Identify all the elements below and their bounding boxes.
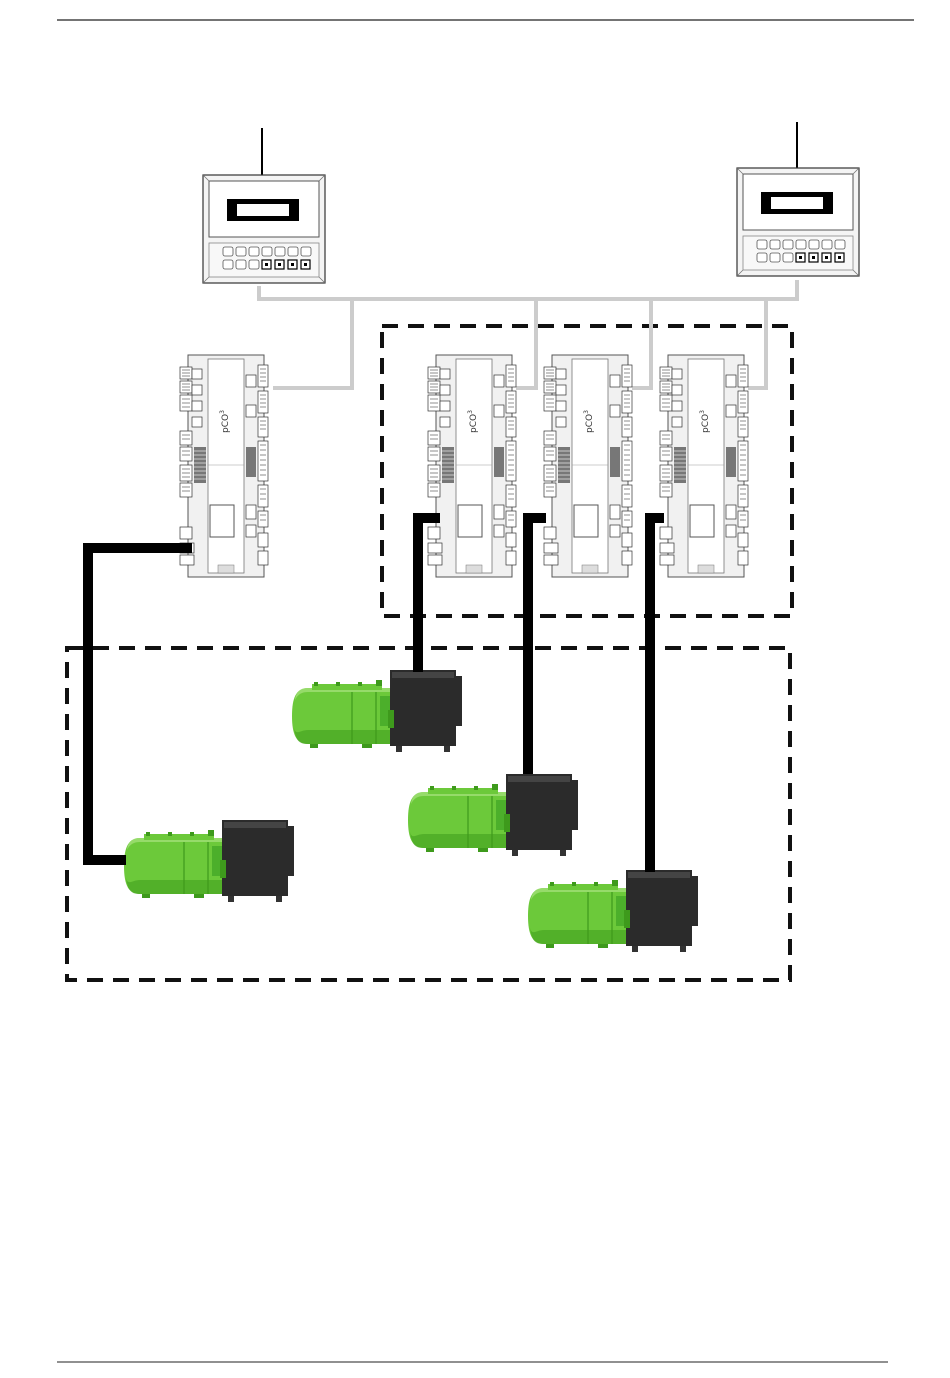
pco3-controller-icon: pCO3 [544, 355, 632, 577]
terminal-network-cables [262, 122, 797, 180]
pco3-controller-icon: pCO3 [428, 355, 516, 577]
screw-compressor-icon [528, 870, 698, 952]
screw-compressor-icon [292, 670, 462, 752]
display-terminal-icon [203, 175, 325, 283]
screw-compressor-icon [124, 820, 294, 902]
pco3-controller-icon: pCO3 [180, 355, 268, 577]
screw-compressor-icon [408, 774, 578, 856]
pco3-controller-icon: pCO3 [660, 355, 748, 577]
display-terminal-icon [737, 168, 859, 276]
